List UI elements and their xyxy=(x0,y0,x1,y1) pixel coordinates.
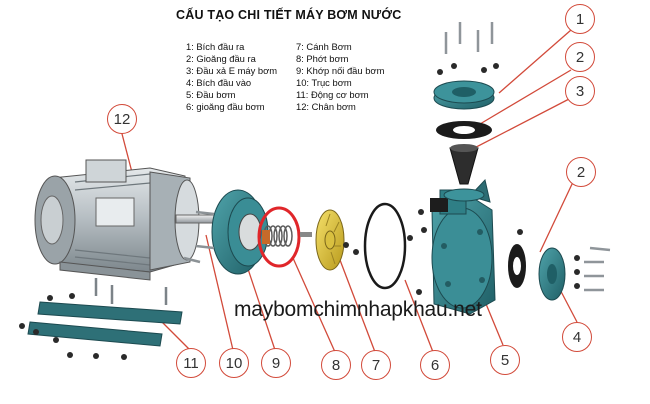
callout-11: 11 xyxy=(176,348,206,378)
site-watermark: maybomchimnhapkhau.net xyxy=(234,298,482,321)
pump-casing xyxy=(430,178,496,315)
callout-8: 8 xyxy=(321,350,351,380)
callout-12: 12 xyxy=(107,104,137,134)
pump-head-gasket xyxy=(363,202,407,290)
motor xyxy=(34,159,219,281)
callout-2-discharge: 2 xyxy=(565,42,595,72)
suction-assembly xyxy=(508,229,611,301)
callout-6: 6 xyxy=(420,350,450,380)
legend-item-1: 1: Bích đầu ra xyxy=(186,41,245,52)
legend-item-6: 6: gioăng đầu bơm xyxy=(186,101,265,112)
discharge-assembly xyxy=(433,22,499,202)
callout-5: 5 xyxy=(490,345,520,375)
callout-7: 7 xyxy=(361,350,391,380)
legend-item-5: 5: Đầu bơm xyxy=(186,89,236,100)
impeller xyxy=(315,209,345,271)
callout-10: 10 xyxy=(219,348,249,378)
loose-nuts xyxy=(343,209,427,295)
legend-item-3: 3: Đầu xả E máy bơm xyxy=(186,65,278,76)
coupling-flange xyxy=(183,189,269,275)
legend-item-10: 10: Trục bơm xyxy=(296,77,352,88)
legend-item-9: 9: Khớp nối đầu bơm xyxy=(296,65,385,76)
callout-4: 4 xyxy=(562,322,592,352)
callout-2-suction: 2 xyxy=(566,157,596,187)
mechanical-seal xyxy=(257,206,312,268)
pump-base-feet xyxy=(19,278,183,360)
callout-3: 3 xyxy=(565,76,595,106)
legend-item-4: 4: Bích đầu vào xyxy=(186,77,252,88)
legend-item-12: 12: Chân bơm xyxy=(296,101,356,112)
callout-9: 9 xyxy=(261,348,291,378)
legend-item-11: 11: Động cơ bơm xyxy=(296,89,369,100)
callout-1: 1 xyxy=(565,4,595,34)
diagram-title: CẤU TẠO CHI TIẾT MÁY BƠM NƯỚC xyxy=(176,8,402,22)
legend-item-2: 2: Gioăng đầu ra xyxy=(186,53,256,64)
legend-item-8: 8: Phớt bơm xyxy=(296,53,349,64)
legend-item-7: 7: Cánh Bơm xyxy=(296,41,352,52)
